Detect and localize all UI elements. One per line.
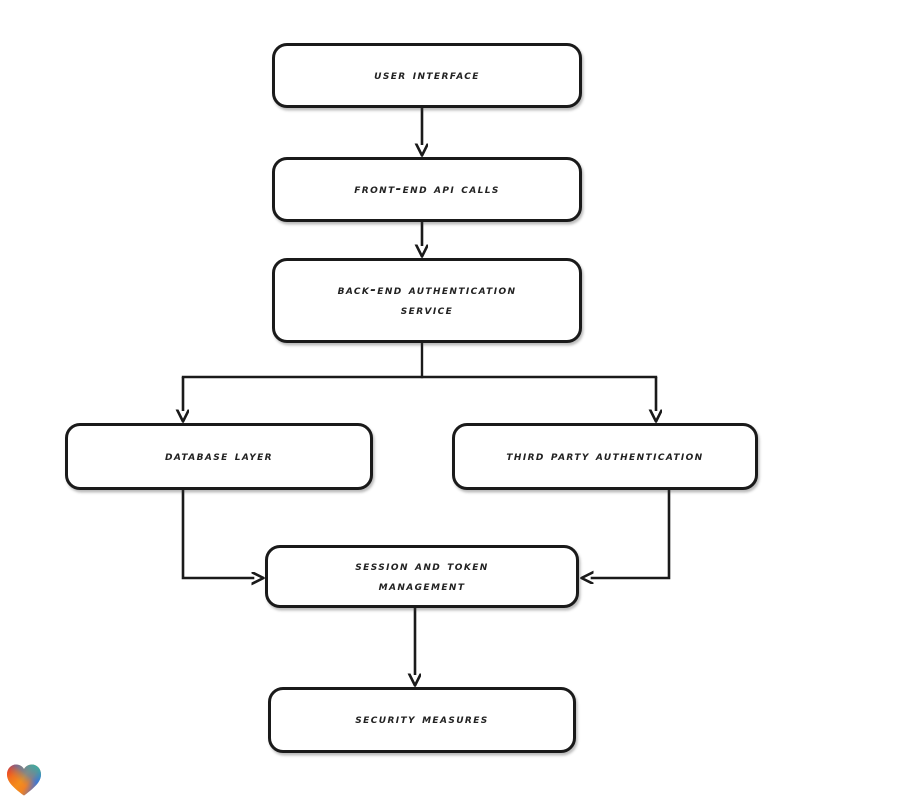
node-frontend-api-calls-label: Front-End API Calls [354,180,500,197]
node-security-measures-label: Security Measures [355,711,489,728]
node-frontend-api-calls[interactable]: Front-End API Calls [272,157,582,222]
node-database-layer[interactable]: Database Layer [65,423,373,490]
node-third-party-authentication-label: Third Party Authentication [506,447,704,464]
node-session-and-token-management[interactable]: Session and Token Management [265,545,579,608]
heart-icon [7,764,41,796]
node-session-and-token-management-label: Session and Token Management [355,557,489,594]
edge-backend-auth-split-bus [181,341,658,379]
node-backend-authentication-service[interactable]: Back-End Authentication Service [272,258,582,343]
edge-third-party-auth-to-session-token [592,488,671,578]
node-security-measures[interactable]: Security Measures [268,687,576,753]
node-backend-authentication-service-label: Back-End Authentication Service [337,281,517,318]
node-user-interface[interactable]: User Interface [272,43,582,108]
node-third-party-authentication[interactable]: Third Party Authentication [452,423,758,490]
node-user-interface-label: User Interface [374,66,480,83]
node-database-layer-label: Database Layer [165,447,273,464]
edge-database-layer-to-session-token [181,488,253,578]
